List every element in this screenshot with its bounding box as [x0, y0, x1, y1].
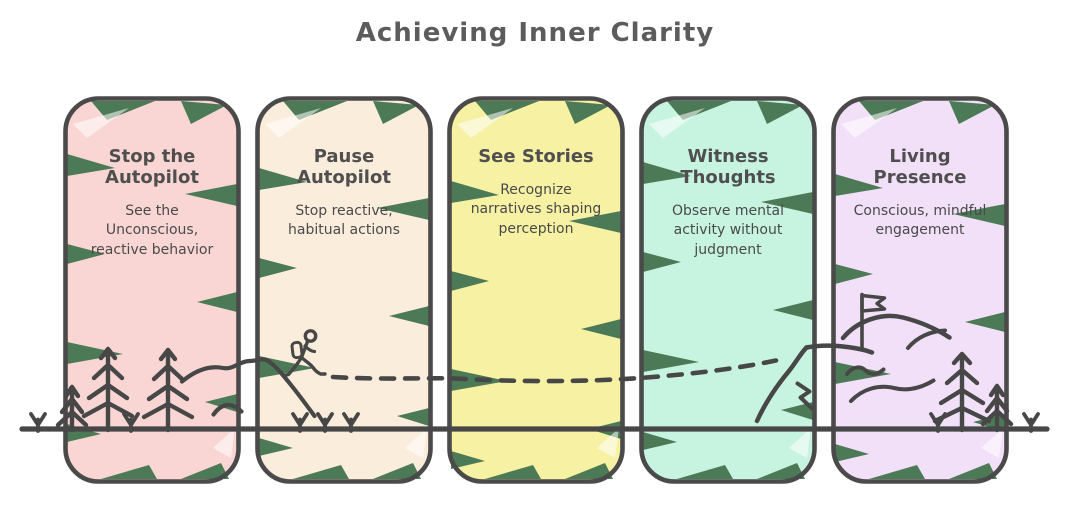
page-title: Achieving Inner Clarity [355, 18, 715, 48]
card-title: See Stories [478, 146, 594, 167]
card-title: Living Presence [873, 146, 967, 189]
card-stop-the-autopilot: Stop the Autopilot See the Unconscious, … [63, 96, 241, 484]
card-pause-autopilot: Pause Autopilot Stop reactive, habitual … [255, 96, 433, 484]
card-description: Conscious, mindful engagement [853, 203, 987, 239]
sprout-icon [1022, 412, 1040, 433]
card-title: Pause Autopilot [297, 146, 391, 189]
card-description: See the Unconscious, reactive behavior [90, 203, 214, 258]
card-title: Witness Thoughts [680, 146, 776, 189]
card-see-stories: See Stories Recognize narratives shaping… [447, 96, 625, 484]
card-description: Observe mental activity without judgment [672, 203, 784, 258]
card-witness-thoughts: Witness Thoughts Observe mental activity… [639, 96, 817, 484]
card-title: Stop the Autopilot [105, 146, 199, 189]
card-description: Stop reactive, habitual actions [288, 203, 400, 239]
card-living-presence: Living Presence Conscious, mindful engag… [831, 96, 1009, 484]
sprout-icon [29, 412, 47, 433]
card-sketch-background [447, 96, 625, 484]
card-description: Recognize narratives shaping perception [470, 182, 602, 237]
